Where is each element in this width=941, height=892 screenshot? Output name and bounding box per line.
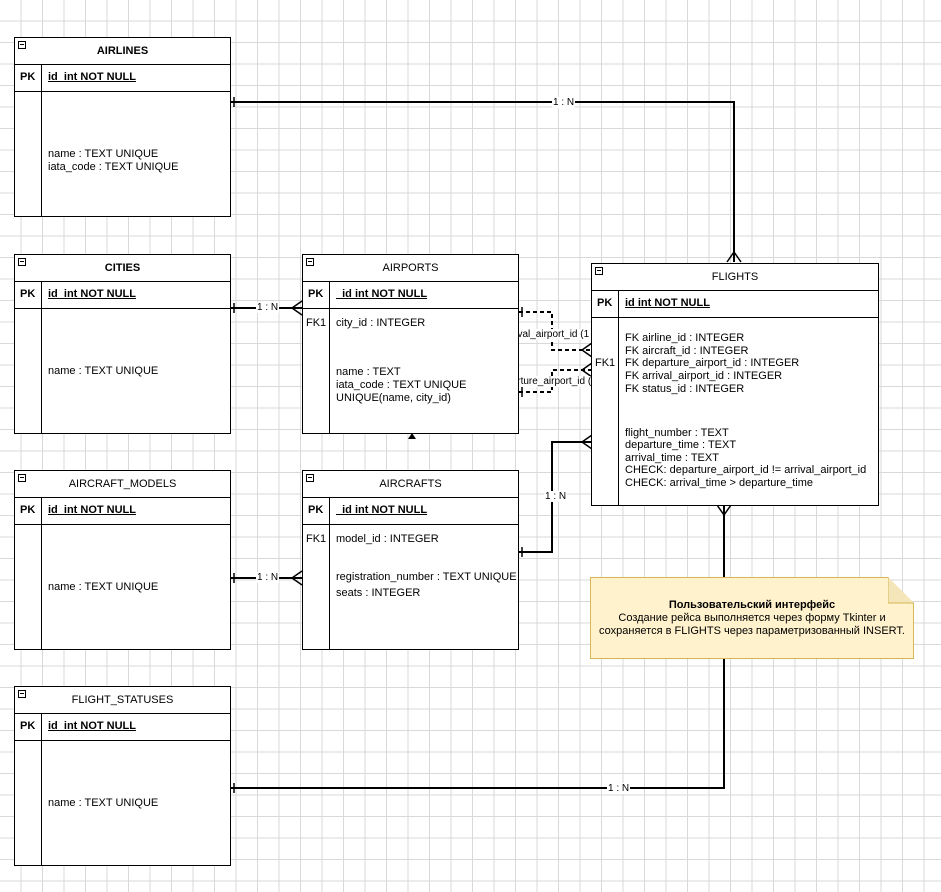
collapse-icon[interactable] — [18, 474, 26, 482]
collapse-icon[interactable] — [306, 474, 314, 482]
table-flight-statuses[interactable]: FLIGHT_STATUSES PK id int NOT NULL name … — [14, 686, 231, 866]
rel-label-aircrafts-flights: 1 : N — [544, 491, 568, 502]
collapse-icon[interactable] — [18, 258, 26, 266]
field-arrival-airport-id: FK arrival_airport_id : INTEGER — [625, 370, 783, 382]
pk-row: PK id int NOT NULL — [592, 291, 878, 318]
pk-field: id int NOT NULL — [336, 288, 428, 300]
note-text: Пользовательский интерфейс Создание рейс… — [590, 599, 914, 638]
pk-row: PK id int NOT NULL — [15, 498, 230, 525]
pk-row: PK id int NOT NULL — [303, 498, 518, 525]
key-column — [15, 714, 42, 865]
field-airline-id: FK airline_id : INTEGER — [625, 332, 745, 344]
pk-label: PK — [20, 288, 36, 300]
field-model-id: model_id : INTEGER — [336, 533, 439, 545]
table-title: AIRCRAFT_MODELS — [15, 471, 230, 498]
field-departure-time: departure_time : TEXT — [625, 439, 737, 451]
table-title: AIRCRAFTS — [303, 471, 518, 498]
field-iata-code: iata_code : TEXT UNIQUE — [336, 379, 467, 391]
field-status-id: FK status_id : INTEGER — [625, 383, 745, 395]
table-aircrafts[interactable]: AIRCRAFTS PK id int NOT NULL FK1 model_i… — [302, 470, 519, 650]
pk-field: id int NOT NULL — [48, 720, 136, 732]
table-flights[interactable]: FLIGHTS PK id int NOT NULL FK1 FK airlin… — [591, 263, 879, 506]
pk-field: id int NOT NULL — [48, 288, 136, 300]
pk-field: id int NOT NULL — [625, 297, 710, 309]
note-body-line1: Создание рейса выполняется через форму T… — [618, 612, 886, 624]
fk-label: FK1 — [306, 533, 327, 545]
field-registration-number: registration_number : TEXT UNIQUE — [336, 571, 517, 583]
fk-label: FK1 — [306, 317, 327, 329]
collapse-icon[interactable] — [306, 258, 314, 266]
rel-label-statuses-flights: 1 : N — [607, 783, 631, 794]
key-column — [303, 498, 330, 649]
table-title: AIRPORTS — [303, 255, 518, 282]
field-arrival-time: arrival_time : TEXT — [625, 452, 719, 464]
pk-label: PK — [20, 504, 36, 516]
pk-row: PK id int NOT NULL — [15, 282, 230, 309]
key-column — [15, 282, 42, 433]
pk-label: PK — [308, 504, 324, 516]
pk-row: PK id int NOT NULL — [15, 65, 230, 92]
key-column — [592, 291, 619, 505]
pk-row: PK id int NOT NULL — [15, 714, 230, 741]
key-column — [15, 498, 42, 649]
pk-label: PK — [20, 71, 36, 83]
key-column — [303, 282, 330, 433]
fk-label: FK1 — [595, 357, 616, 369]
small-arrow-icon — [408, 433, 416, 439]
ui-note[interactable] — [590, 577, 914, 659]
collapse-icon[interactable] — [18, 690, 26, 698]
field-name: name : TEXT UNIQUE — [48, 365, 159, 377]
pk-field: id int NOT NULL — [48, 71, 136, 83]
check-arrival-after-departure: CHECK: arrival_time > departure_time — [625, 477, 813, 489]
field-seats: seats : INTEGER — [336, 587, 421, 599]
rel-airlines-flights — [231, 101, 735, 262]
table-title: CITIES — [15, 255, 230, 282]
table-title: FLIGHTS — [592, 264, 878, 291]
pk-label: PK — [308, 288, 324, 300]
table-cities[interactable]: CITIES PK id int NOT NULL name : TEXT UN… — [14, 254, 231, 434]
pk-label: PK — [20, 720, 36, 732]
table-title: AIRLINES — [15, 38, 230, 65]
field-name: name : TEXT UNIQUE — [48, 797, 159, 809]
field-iata-code: iata_code : TEXT UNIQUE — [48, 161, 179, 173]
field-name: name : TEXT UNIQUE — [48, 148, 159, 160]
field-name: name : TEXT — [336, 366, 401, 378]
table-title: FLIGHT_STATUSES — [15, 687, 230, 714]
field-city-id: city_id : INTEGER — [336, 317, 426, 329]
table-aircraft-models[interactable]: AIRCRAFT_MODELS PK id int NOT NULL name … — [14, 470, 231, 650]
field-aircraft-id: FK aircraft_id : INTEGER — [625, 345, 749, 357]
rel-label-airlines-flights: 1 : N — [552, 97, 576, 108]
rel-label-models-aircrafts: 1 : N — [256, 572, 280, 583]
collapse-icon[interactable] — [595, 267, 603, 275]
pk-field: id int NOT NULL — [48, 504, 136, 516]
table-airlines[interactable]: AIRLINES PK id int NOT NULL name : TEXT … — [14, 37, 231, 217]
field-departure-airport-id: FK departure_airport_id : INTEGER — [625, 357, 800, 369]
note-title: Пользовательский интерфейс — [668, 599, 836, 611]
pk-row: PK id int NOT NULL — [303, 282, 518, 309]
pk-label: PK — [597, 297, 613, 309]
note-body-line2: сохраняется в FLIGHTS через параметризов… — [599, 625, 905, 637]
key-column — [15, 65, 42, 216]
collapse-icon[interactable] — [18, 41, 26, 49]
field-name: name : TEXT UNIQUE — [48, 581, 159, 593]
field-flight-number: flight_number : TEXT — [625, 427, 729, 439]
pk-field: id int NOT NULL — [336, 504, 428, 516]
table-airports[interactable]: AIRPORTS PK id int NOT NULL FK1 city_id … — [302, 254, 519, 434]
note-fold-icon — [888, 577, 914, 604]
field-unique-constraint: UNIQUE(name, city_id) — [336, 392, 451, 404]
check-airports-differ: CHECK: departure_airport_id != arrival_a… — [625, 464, 867, 476]
rel-label-cities-airports: 1 : N — [256, 302, 280, 313]
